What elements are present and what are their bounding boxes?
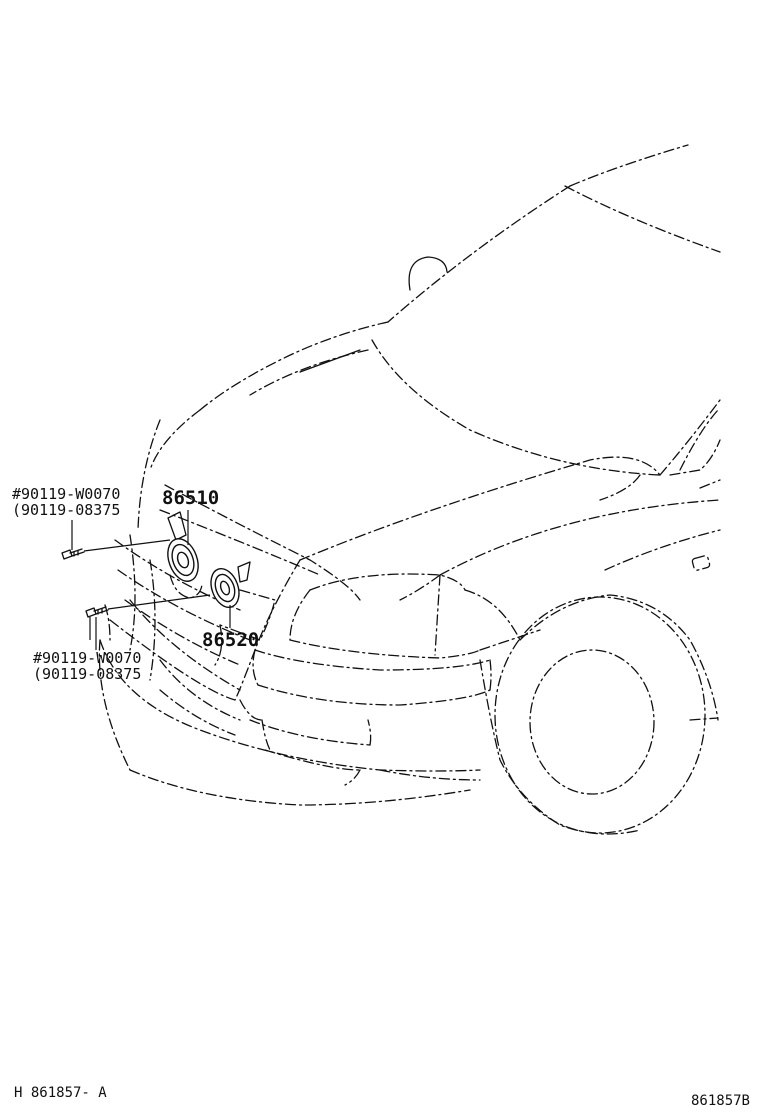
callout-bolt-upper-alt: (90119-08375 (12, 501, 120, 519)
callout-86520: 86520 (202, 629, 259, 651)
horn-86510 (167, 511, 203, 599)
callout-bolt-lower-alt: (90119-08375 (33, 665, 141, 683)
footer-right-code: 861857B (691, 1093, 750, 1109)
callout-bolt-upper-primary: #90119-W0070 (12, 485, 120, 503)
horn-86520 (210, 561, 251, 609)
leader-lines (71, 510, 231, 650)
car-body-outline (98, 144, 721, 835)
bolt-lower (85, 606, 109, 618)
callout-bolt-lower-primary: #90119-W0070 (33, 649, 141, 667)
bolt-upper (61, 548, 85, 560)
callout-86510: 86510 (162, 487, 219, 509)
footer-left-code: H 861857- A (14, 1085, 107, 1101)
